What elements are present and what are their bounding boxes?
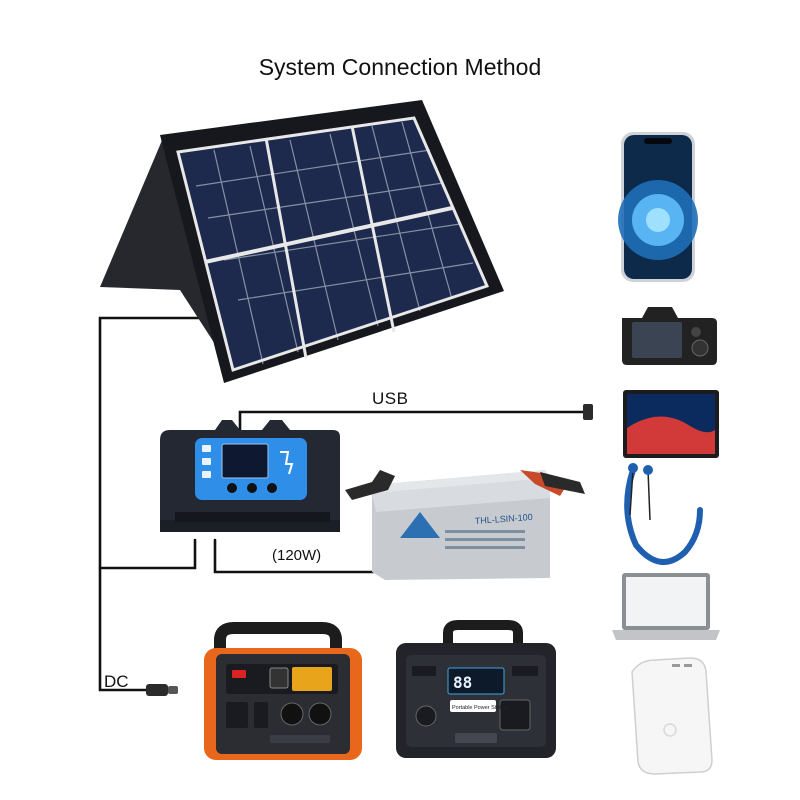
battery-logo [400, 512, 440, 538]
battery-model-text: THL-LSIN-100 [474, 512, 533, 526]
diagram-title: System Connection Method [258, 54, 542, 80]
power-station-1 [204, 622, 362, 760]
dc-label: DC [104, 672, 129, 691]
camera-device [622, 307, 717, 365]
usb-label: USB [372, 389, 409, 408]
battery-clamps [345, 470, 585, 500]
controller-buttons [227, 483, 277, 493]
power-bank-device [631, 657, 713, 775]
usb-plug [583, 404, 593, 420]
controller-to-station-wire [98, 538, 197, 570]
station-display [447, 667, 505, 695]
usb-wire [238, 410, 587, 434]
laptop-device [612, 573, 720, 640]
station-display-value: 88 [453, 673, 472, 692]
controller-lcd [221, 443, 269, 479]
earphones-device [624, 463, 703, 565]
controller-to-battery-wire [213, 538, 387, 574]
station-badge-text: Portable Power Station [452, 705, 508, 711]
wattage-label: (120W) [272, 547, 322, 564]
battery: THL-LSIN-100 [345, 470, 585, 580]
charge-controller [160, 420, 340, 532]
tablet-device [623, 390, 719, 458]
smartphone-device [618, 132, 698, 282]
power-station-2: 88 Portable Power Station [396, 620, 556, 758]
solar-panel [100, 100, 504, 383]
panel-back-leg [100, 138, 222, 355]
dc-plug [146, 684, 178, 696]
